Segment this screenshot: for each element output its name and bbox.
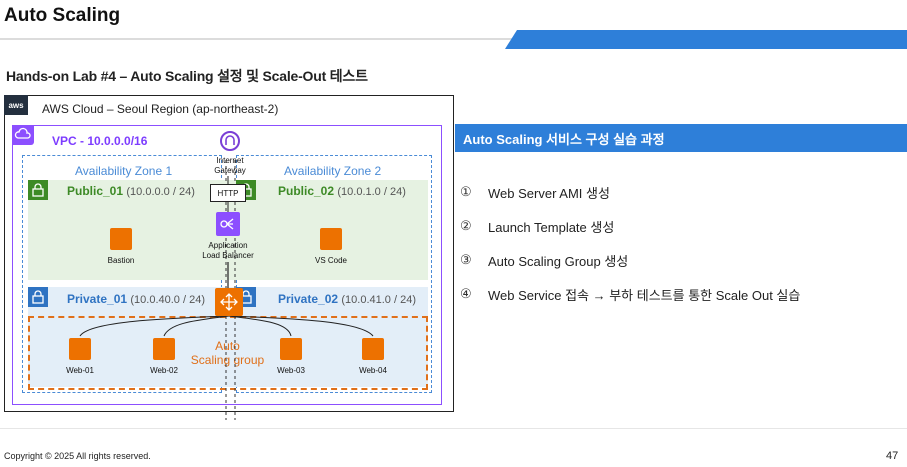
step-text: Auto Scaling Group 생성 bbox=[488, 253, 629, 269]
web-instance-label: Web-02 bbox=[150, 366, 178, 375]
web-instance-label: Web-04 bbox=[359, 366, 387, 375]
lock-icon bbox=[28, 287, 48, 307]
title-accent-bar bbox=[505, 30, 907, 49]
title-divider bbox=[0, 38, 907, 40]
vpc-container bbox=[12, 125, 442, 405]
router-icon bbox=[215, 288, 243, 316]
public-02-subnet: Public_02 (10.0.1.0 / 24) bbox=[278, 184, 406, 198]
private-02-subnet: Private_02 (10.0.41.0 / 24) bbox=[278, 292, 416, 306]
step-number: ④ bbox=[460, 286, 472, 301]
step-text: Web Server AMI 생성 bbox=[488, 185, 610, 201]
page-number: 47 bbox=[886, 450, 899, 462]
step-text: Web Service 접속 → 부하 테스트를 통한 Scale Out 실습 bbox=[488, 287, 801, 303]
private-01-subnet: Private_01 (10.0.40.0 / 24) bbox=[67, 292, 205, 306]
ec2-instance-icon bbox=[362, 338, 384, 360]
subnet-name: Private_02 bbox=[278, 292, 339, 306]
subnet-cidr: (10.0.1.0 / 24) bbox=[337, 186, 406, 198]
ec2-instance-icon bbox=[153, 338, 175, 360]
footer-divider bbox=[0, 428, 907, 429]
http-label-box: HTTP bbox=[210, 184, 246, 202]
copyright-text: Copyright © 2025 All rights reserved. bbox=[4, 451, 151, 461]
internet-gateway-icon bbox=[220, 131, 240, 151]
aws-logo-icon: aws bbox=[4, 95, 28, 115]
bastion-label: Bastion bbox=[107, 256, 135, 265]
az1-label: Availability Zone 1 bbox=[75, 164, 173, 178]
subnet-cidr: (10.0.0.0 / 24) bbox=[126, 186, 195, 198]
load-balancer-icon bbox=[216, 212, 240, 236]
az2-label: Availability Zone 2 bbox=[284, 164, 382, 178]
web-instance-label: Web-01 bbox=[66, 366, 94, 375]
process-step: ② Launch Template 생성 bbox=[460, 209, 800, 243]
step-number: ① bbox=[460, 184, 472, 199]
web-instance-label: Web-03 bbox=[277, 366, 305, 375]
ec2-instance-icon bbox=[110, 228, 132, 250]
step-number: ③ bbox=[460, 252, 472, 267]
public-01-subnet: Public_01 (10.0.0.0 / 24) bbox=[67, 184, 195, 198]
lab-subtitle: Hands-on Lab #4 – Auto Scaling 설정 및 Scal… bbox=[6, 68, 368, 84]
subnet-name: Private_01 bbox=[67, 292, 128, 306]
process-step: ③ Auto Scaling Group 생성 bbox=[460, 243, 800, 277]
ec2-instance-icon bbox=[280, 338, 302, 360]
process-header-bar: Auto Scaling 서비스 구성 실습 과정 bbox=[455, 124, 907, 152]
process-step: ④ Web Service 접속 → 부하 테스트를 통한 Scale Out … bbox=[460, 277, 800, 311]
ec2-instance-icon bbox=[69, 338, 91, 360]
step-number: ② bbox=[460, 218, 472, 233]
vpc-cloud-icon bbox=[12, 125, 34, 145]
vscode-label: VS Code bbox=[314, 256, 348, 265]
vpc-label: VPC - 10.0.0.0/16 bbox=[52, 134, 148, 148]
subnet-cidr: (10.0.41.0 / 24) bbox=[341, 294, 416, 306]
aws-cloud-label: AWS Cloud – Seoul Region (ap-northeast-2… bbox=[42, 102, 279, 116]
load-balancer-label: Application Load Balancer bbox=[202, 241, 254, 260]
process-steps-list: ① Web Server AMI 생성 ② Launch Template 생성… bbox=[460, 175, 800, 311]
step-text: Launch Template 생성 bbox=[488, 219, 615, 235]
process-step: ① Web Server AMI 생성 bbox=[460, 175, 800, 209]
ec2-instance-icon bbox=[320, 228, 342, 250]
lock-icon bbox=[28, 180, 48, 200]
subnet-name: Public_02 bbox=[278, 184, 335, 198]
slide-title: Auto Scaling bbox=[4, 5, 121, 26]
subnet-cidr: (10.0.40.0 / 24) bbox=[130, 294, 205, 306]
internet-gateway-label: Internet Gateway bbox=[214, 156, 246, 175]
auto-scaling-group-label: Auto Scaling group bbox=[190, 339, 265, 368]
subnet-name: Public_01 bbox=[67, 184, 124, 198]
